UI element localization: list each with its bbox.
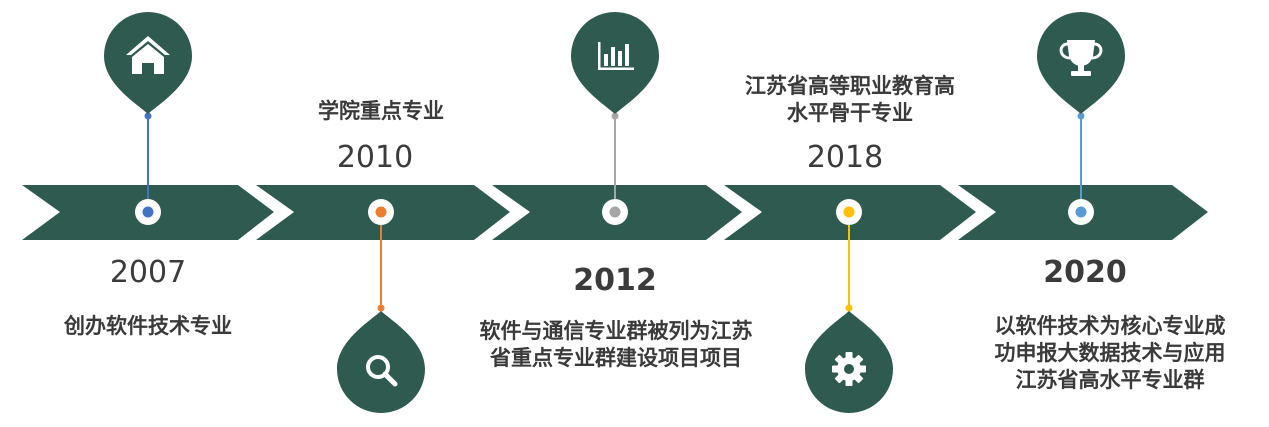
milestone-2012-year: 2012 [573,263,657,298]
milestone-2018-desc-line-1: 江苏省高等职业教育高 [745,74,955,98]
milestone-2020-desc-line-1: 以软件技术为核心专业成 [994,314,1226,338]
milestone-2020-desc-line-2: 功申报大数据技术与应用 [994,341,1226,365]
milestone-2010-desc: 学院重点专业 [318,99,444,123]
milestone-2018-year: 2018 [806,140,884,175]
milestone-2007-desc: 创办软件技术专业 [64,314,232,338]
milestone-2010-marker [337,199,425,413]
milestone-2007-marker [104,12,192,225]
milestone-2012-desc-line-1: 软件与通信专业群被列为江苏 [479,319,753,343]
milestone-2020-marker [1037,12,1125,225]
milestone-2007-year: 2007 [109,255,187,290]
milestone-2012-desc-line-2: 省重点专业群建设项目项目 [490,346,742,370]
milestone-2020-year: 2020 [1043,255,1127,290]
milestone-2020-desc-line-3: 江苏省高水平专业群 [1015,368,1205,392]
trophy-icon [1059,40,1103,76]
bar-chart-icon [598,42,634,70]
milestone-2018-marker [805,199,893,413]
milestone-2018-desc-line-2: 水平骨干专业 [787,101,913,125]
search-icon [366,355,398,387]
gear-icon [832,352,866,386]
milestone-2012-marker [571,12,659,225]
pin-2010 [337,311,425,413]
milestone-2010-year: 2010 [336,140,414,175]
home-icon [126,36,170,74]
